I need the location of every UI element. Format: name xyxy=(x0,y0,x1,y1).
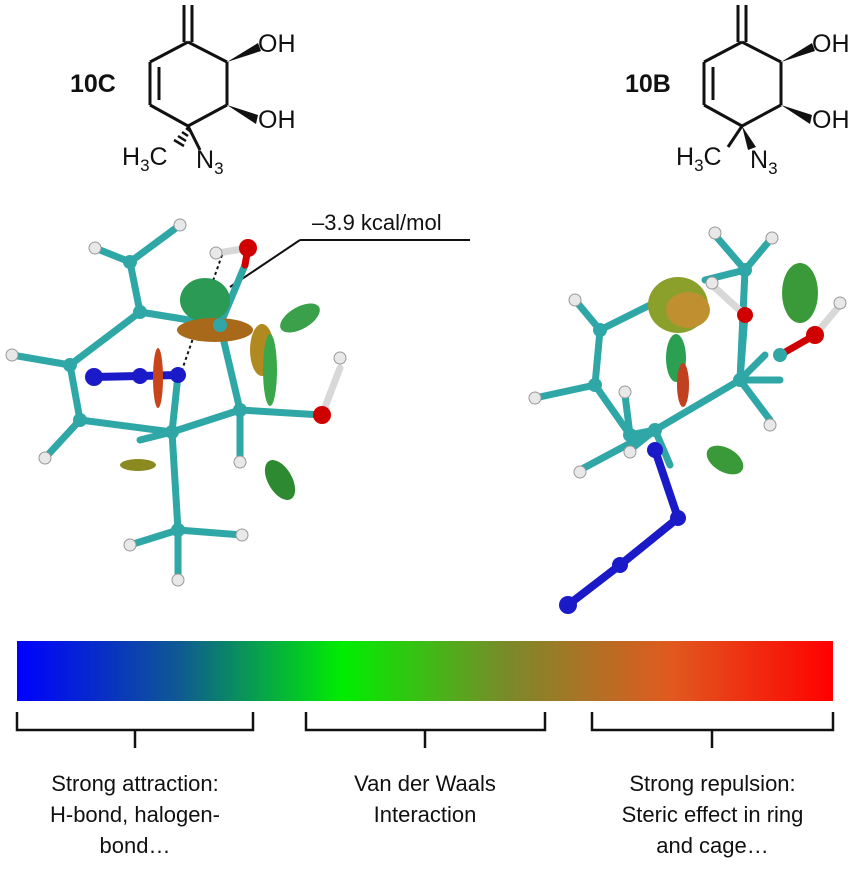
skeletal-structure-10c xyxy=(148,5,229,151)
oh-top-label-10b: OH xyxy=(812,30,850,58)
caption-strong-attraction: Strong attraction: H-bond, halogen- bond… xyxy=(49,771,220,858)
wedge-bond-azide-10b xyxy=(742,126,756,150)
range-brackets xyxy=(15,712,835,748)
oh-top-label-10c: OH xyxy=(258,30,296,58)
azide-label-10b: N3 xyxy=(750,146,778,178)
methyl-label-10c: H3C xyxy=(122,143,168,175)
methyl-label-10b: H3C xyxy=(676,143,722,175)
wedge-bond-oh-bottom-10c xyxy=(227,105,258,124)
wedge-bond-oh-top-10b xyxy=(781,43,815,62)
wedge-bond-oh-top-10c xyxy=(227,43,261,62)
molecule-3d-10b xyxy=(528,226,847,614)
energy-annotation: –3.9 kcal/mol xyxy=(312,210,442,235)
molecule-3d-10c xyxy=(5,218,347,587)
nci-color-scale-bar xyxy=(17,641,833,701)
azide-label-10c: N3 xyxy=(196,146,224,178)
oh-bottom-label-10c: OH xyxy=(258,106,296,134)
skeletal-structure-10b xyxy=(702,5,783,128)
oh-bottom-label-10b: OH xyxy=(812,106,850,134)
methyl-bond-10b xyxy=(726,125,744,148)
structure-label-10c: 10C xyxy=(70,70,116,98)
wedge-bond-oh-bottom-10b xyxy=(781,105,812,124)
caption-strong-repulsion: Strong repulsion: Steric effect in ring … xyxy=(621,771,804,858)
energy-leader-line xyxy=(229,239,470,288)
hash-bond-methyl-10c xyxy=(173,127,191,148)
caption-van-der-waals: Van der Waals Interaction xyxy=(354,771,496,827)
structure-label-10b: 10B xyxy=(625,70,671,98)
